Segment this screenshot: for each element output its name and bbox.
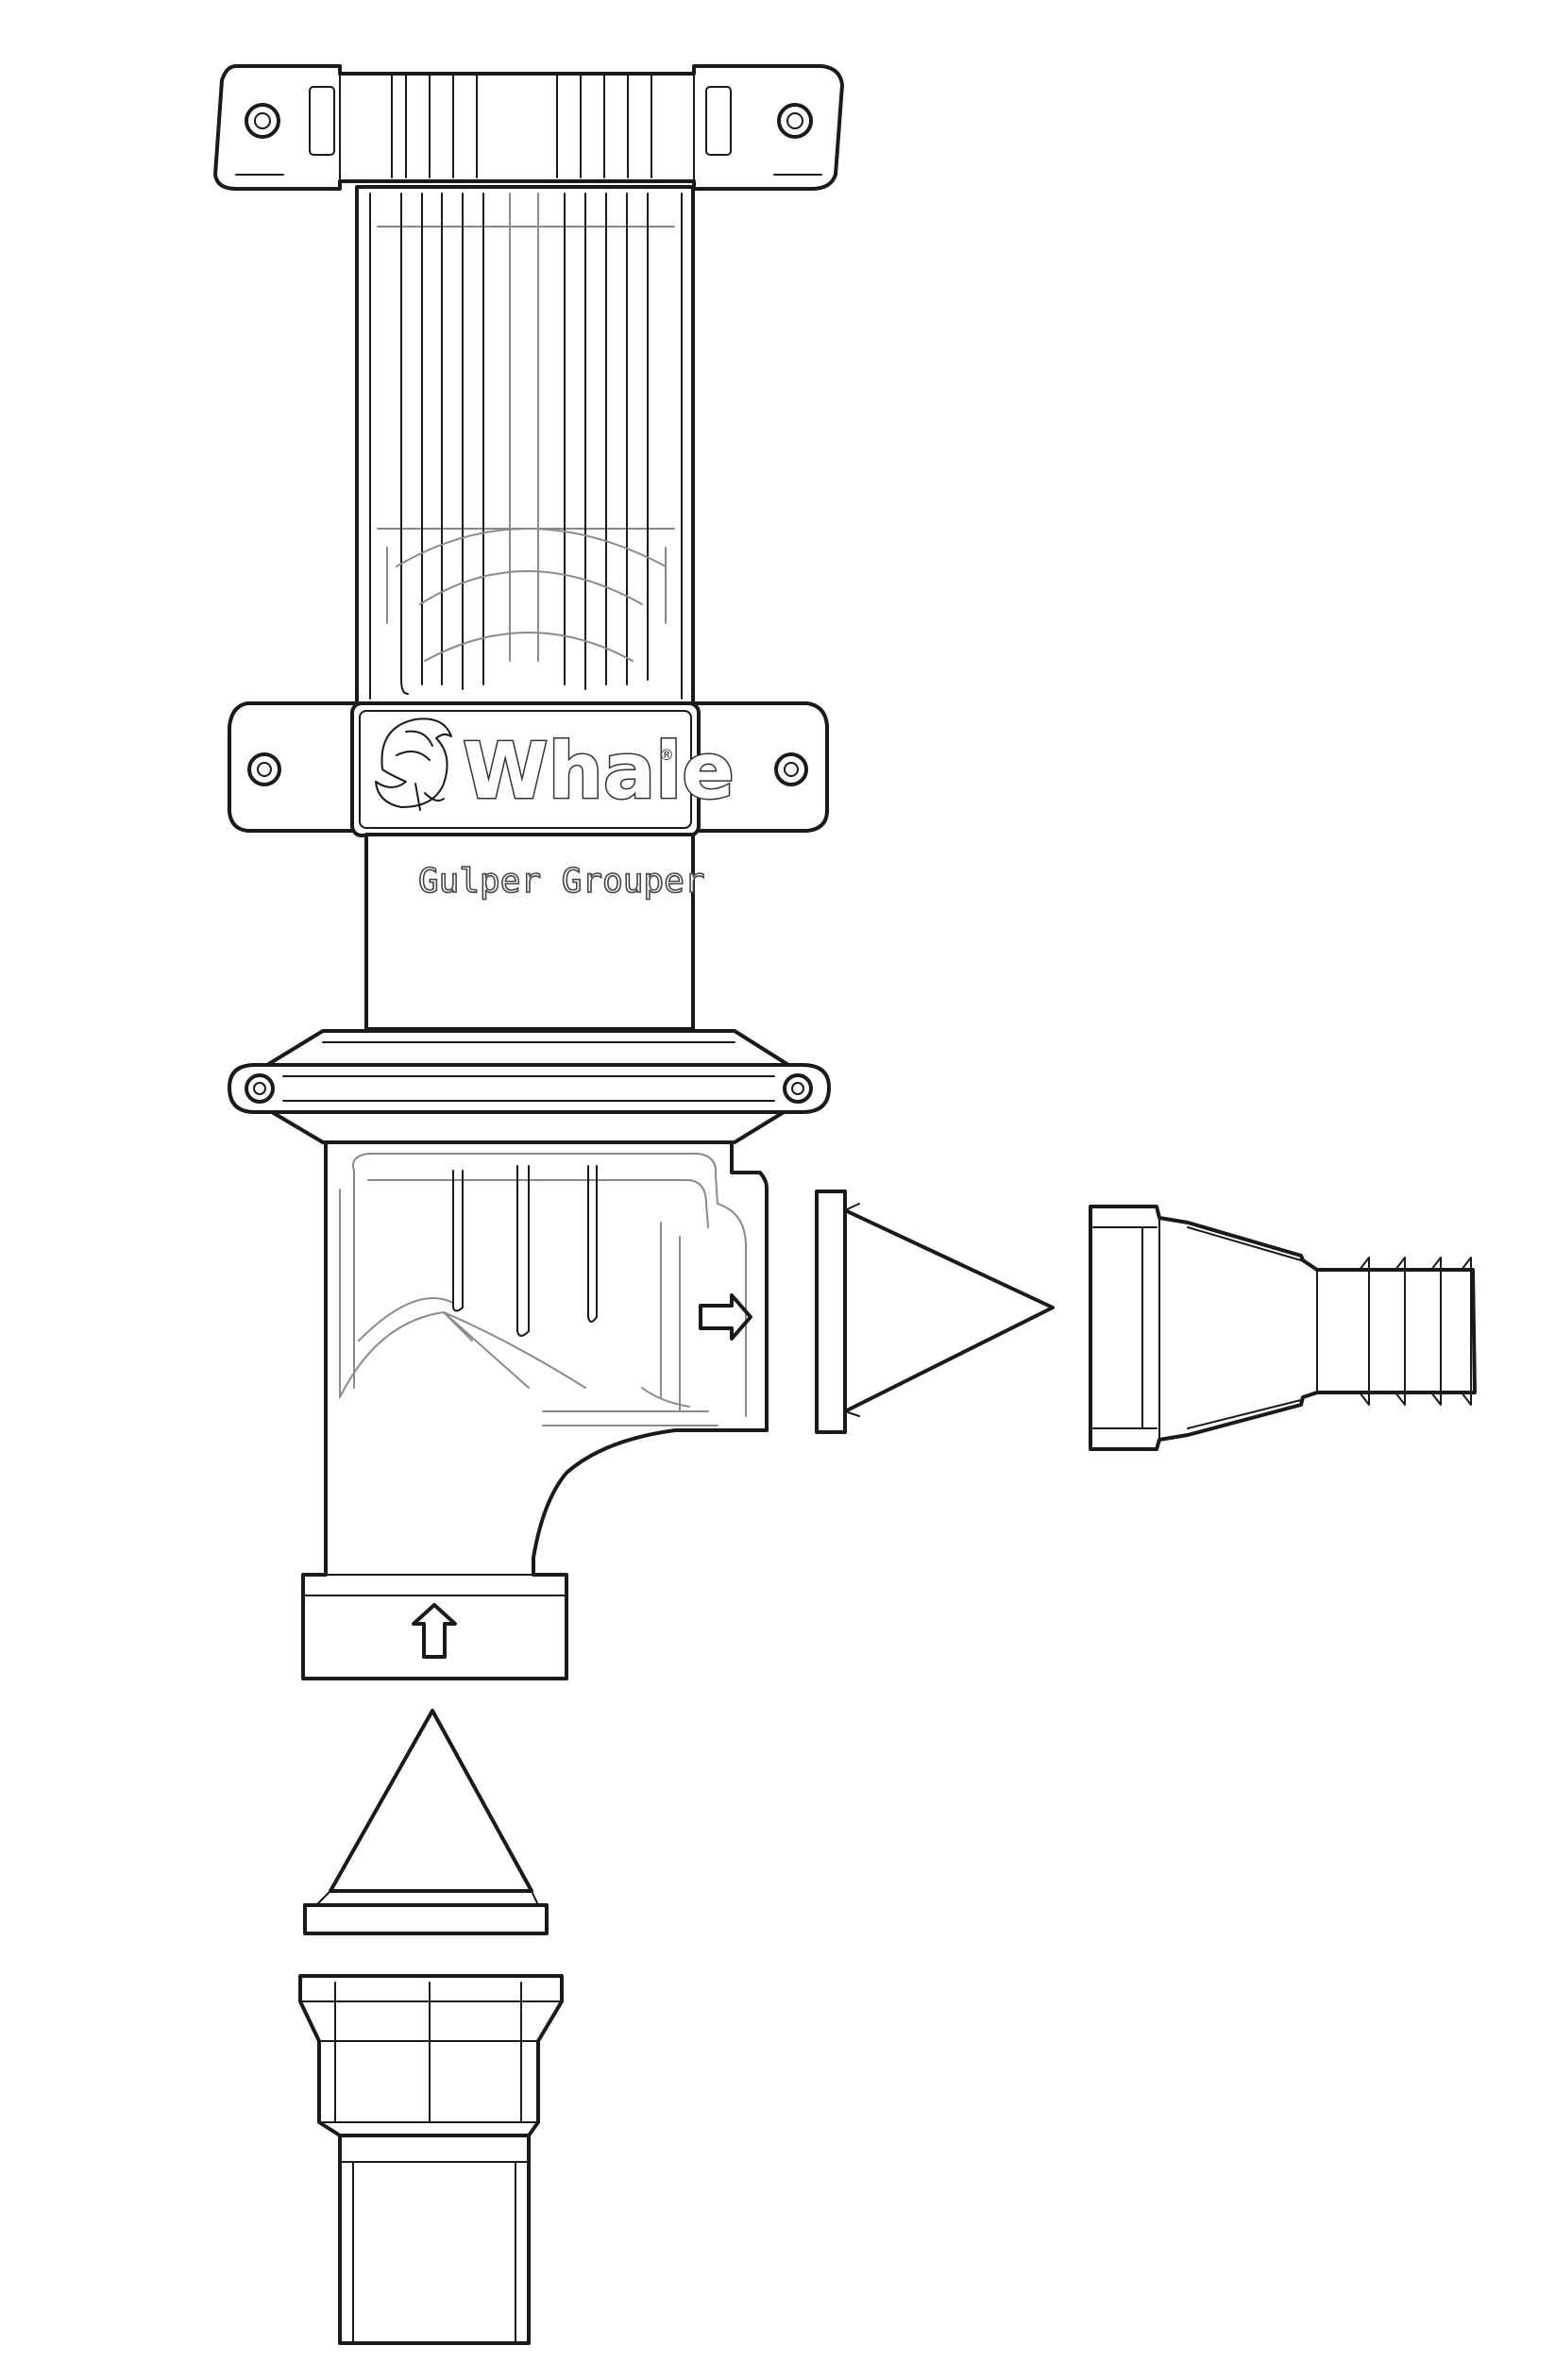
valve-body xyxy=(301,1140,769,1680)
screw-hole-mid-right xyxy=(774,752,808,786)
top-clamp xyxy=(213,64,844,191)
body-cylinder xyxy=(355,185,695,710)
inlet-hose-tail xyxy=(338,2134,531,2345)
neck-cylinder xyxy=(364,833,695,1031)
registered-mark: ® xyxy=(659,746,674,764)
screw-hole-top-left xyxy=(245,103,280,139)
screw-hole-flange-left xyxy=(245,1073,275,1104)
outlet-hose-adaptor xyxy=(1089,1205,1477,1451)
outlet-valve-cone xyxy=(843,1208,1055,1413)
lower-flange xyxy=(228,1029,831,1144)
whale-logo-icon xyxy=(375,717,452,811)
outlet-flow-arrow-icon xyxy=(699,1293,752,1341)
outlet-valve-seat xyxy=(815,1190,847,1434)
screw-hole-flange-right xyxy=(783,1073,813,1104)
inlet-hose-adaptor xyxy=(298,1974,564,2345)
brand-label: Whale xyxy=(463,727,735,817)
inlet-valve xyxy=(303,1709,549,1935)
diaphragm-body xyxy=(355,185,695,710)
clamp-slot-left xyxy=(309,86,335,156)
screw-hole-mid-left xyxy=(247,752,281,786)
inlet-flow-arrow-icon xyxy=(412,1603,457,1659)
screw-hole-top-right xyxy=(777,103,813,139)
middle-clamp: Whale ® xyxy=(228,701,829,837)
outlet-valve xyxy=(815,1190,1055,1434)
inlet-valve-cone xyxy=(329,1709,533,1893)
inlet-valve-seat xyxy=(303,1903,549,1935)
model-label: Gulper Grouper xyxy=(418,862,704,901)
clamp-slot-right xyxy=(705,86,732,156)
pump-neck: Gulper Grouper xyxy=(364,833,705,1031)
